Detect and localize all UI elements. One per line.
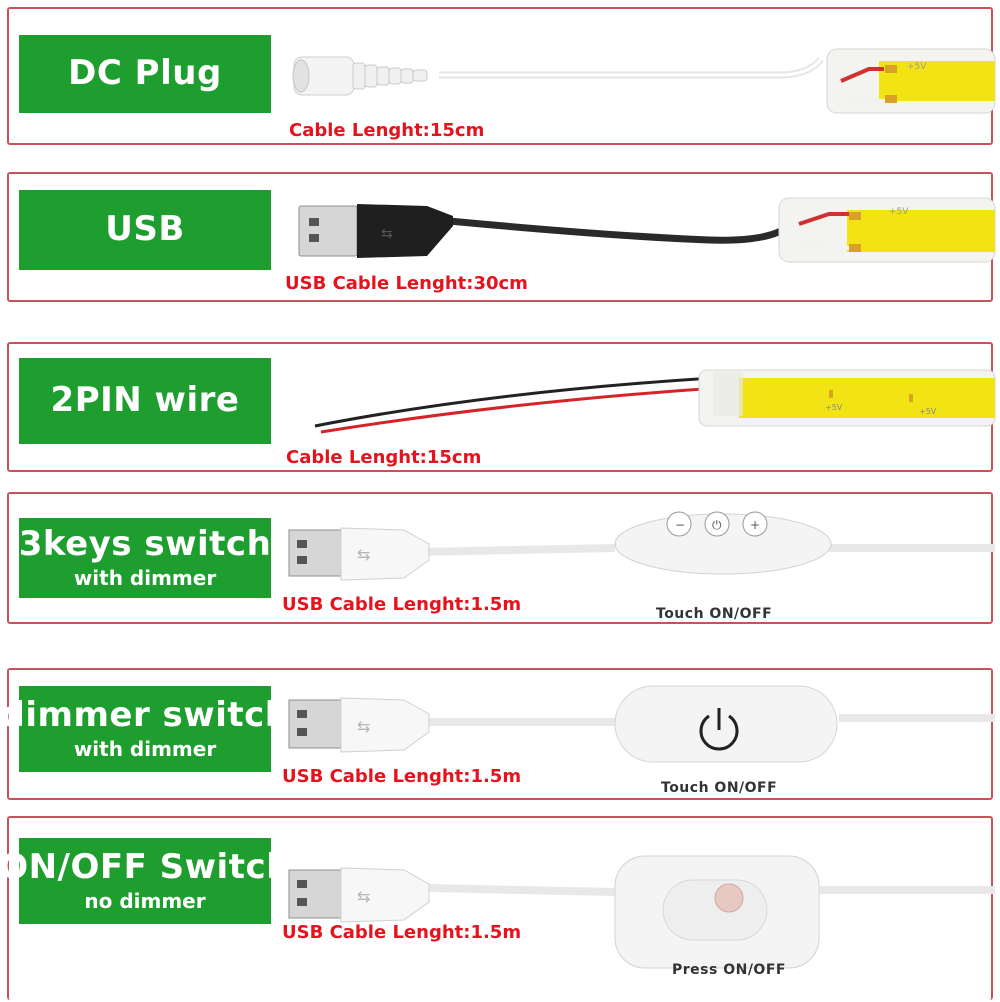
rocker-switch-icon: ⇆	[288, 855, 995, 969]
plus-icon: +	[750, 518, 760, 532]
label-title: ON/OFF Switch	[0, 847, 291, 888]
label-title: DC Plug	[68, 53, 222, 94]
strip-marking: +5V	[919, 407, 937, 416]
label-subtitle: no dimmer	[84, 888, 206, 913]
label-2pin-wire: 2PIN wire	[19, 358, 271, 444]
minus-icon: −	[675, 518, 685, 532]
label-usb: USB	[19, 190, 271, 270]
cable-length-note: USB Cable Lenght:1.5m	[282, 922, 522, 943]
label-3keys-switch: 3keys switch with dimmer	[19, 518, 271, 598]
usb-symbol-icon: ⇆	[357, 887, 370, 906]
usb-symbol-icon: ⇆	[357, 545, 370, 564]
touch-dimmer-icon: ⇆ − ⏻ +	[288, 511, 995, 581]
usb-symbol-icon: ⇆	[381, 226, 393, 242]
led-strip-icon: +5V +5V	[314, 369, 996, 434]
label-subtitle: with dimmer	[73, 736, 217, 761]
strip-marking: +5V	[889, 207, 909, 217]
strip-marking: +5V	[907, 62, 927, 72]
power-icon: ⏻	[712, 518, 722, 532]
switch-caption: Press ON/OFF	[672, 962, 786, 978]
switch-caption: Touch ON/OFF	[656, 606, 773, 622]
cable-length-note: USB Cable Lenght:1.5m	[282, 766, 522, 787]
label-title: 3keys switch	[18, 524, 272, 565]
row-3keys-switch: 3keys switch with dimmer ⇆ − ⏻ + USB Cab…	[7, 492, 995, 624]
cable-length-note: USB Cable Lenght:1.5m	[282, 594, 522, 615]
row-dimmer-switch: dimmer switch with dimmer ⇆ USB Cable Le…	[1, 668, 995, 800]
usb-symbol-icon: ⇆	[357, 717, 370, 736]
switch-knob-icon	[714, 883, 744, 913]
cable-length-note: Cable Lenght:15cm	[286, 447, 482, 468]
switch-caption: Touch ON/OFF	[661, 780, 778, 796]
usb-plug-icon: ⇆ +5V	[298, 197, 996, 263]
label-title: 2PIN wire	[50, 380, 240, 421]
label-title: dimmer switch	[0, 695, 290, 736]
label-subtitle: with dimmer	[73, 565, 217, 590]
row-usb: USB ⇆ +5V USB Cable Lenght:30cm	[7, 172, 996, 302]
dc-plug-icon: +5V	[292, 48, 996, 114]
label-onoff-switch: ON/OFF Switch no dimmer	[0, 838, 290, 924]
row-2pin-wire: 2PIN wire +5V +5V Cable Lenght:15cm	[7, 342, 996, 472]
row-onoff-switch: ON/OFF Switch no dimmer ⇆ USB Cable Leng…	[0, 816, 995, 1000]
label-title: USB	[105, 209, 185, 250]
cable-length-note: USB Cable Lenght:30cm	[285, 273, 528, 294]
dimmer-switch-icon: ⇆	[288, 685, 995, 763]
label-dc-plug: DC Plug	[19, 35, 271, 113]
cable-length-note: Cable Lenght:15cm	[289, 120, 485, 141]
strip-marking: +5V	[825, 403, 843, 412]
label-dimmer-switch: dimmer switch with dimmer	[1, 686, 289, 772]
row-dc-plug: DC Plug +5V Cable Lenght:15cm	[7, 7, 996, 145]
power-icon	[699, 708, 739, 751]
